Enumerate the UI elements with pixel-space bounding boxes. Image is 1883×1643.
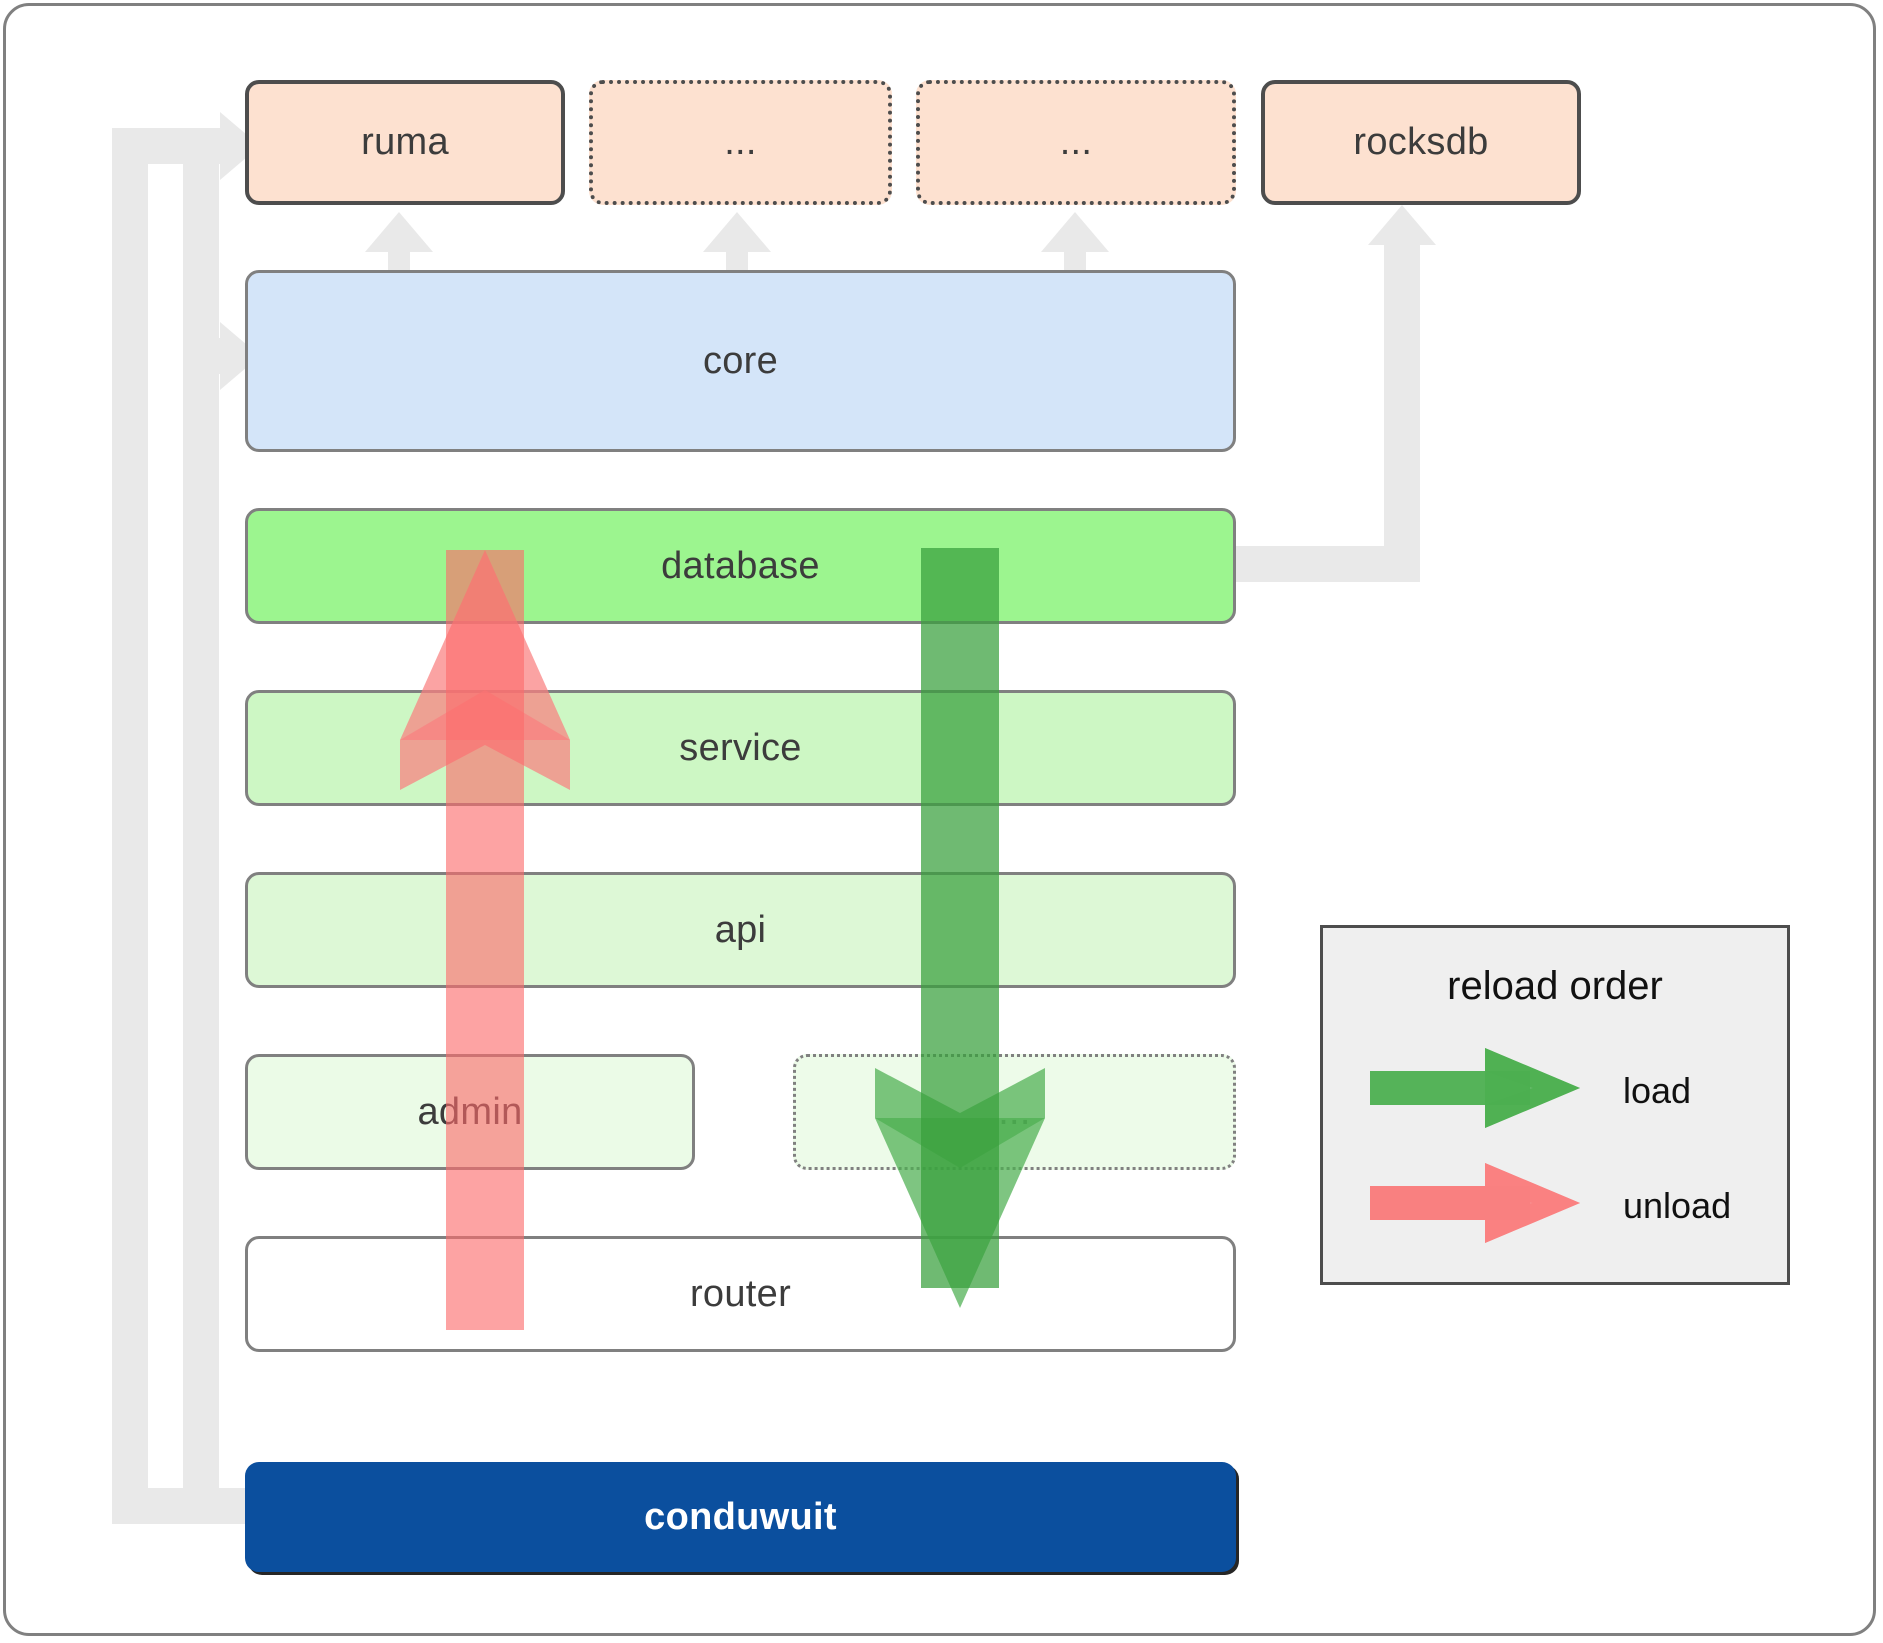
node-conduwuit-label: conduwuit [644, 1495, 837, 1538]
connector-db-to-rocksdb-horizontal [1230, 546, 1420, 582]
legend-panel: reload order load unload [1320, 925, 1790, 1285]
node-api[interactable]: api [245, 872, 1236, 988]
node-ellipsis-mid[interactable]: ... [793, 1054, 1236, 1170]
connector-db-to-rocksdb-arrowhead [1368, 205, 1436, 245]
node-ruma[interactable]: ruma [245, 80, 565, 205]
node-ruma-label: ruma [361, 121, 449, 163]
connector-db-to-rocksdb-vertical [1384, 245, 1420, 546]
node-service-label: service [679, 726, 802, 769]
connector-to-ruma-shaft [112, 128, 220, 164]
node-router[interactable]: router [245, 1236, 1236, 1352]
node-ellipsis-top-2[interactable]: ... [916, 80, 1236, 205]
connector-core-to-ellipsis2-arrowhead [1041, 212, 1109, 252]
connector-core-to-ellipsis1-arrowhead [703, 212, 771, 252]
connector-bottom-to-conduwuit [112, 1488, 252, 1524]
diagram-frame [3, 3, 1876, 1636]
node-rocksdb[interactable]: rocksdb [1261, 80, 1581, 205]
legend-load-arrow-icon [1370, 1048, 1580, 1128]
node-core[interactable]: core [245, 270, 1236, 452]
node-core-label: core [702, 339, 779, 382]
connector-left-spine [112, 128, 148, 1524]
node-api-label: api [714, 908, 767, 951]
node-service[interactable]: service [245, 690, 1236, 806]
connector-to-core-shaft [183, 338, 220, 374]
connector-core-to-ruma-arrowhead [365, 212, 433, 252]
node-ellipsis-mid-label: ... [998, 1090, 1031, 1133]
legend-title: reload order [1447, 964, 1663, 1008]
node-admin[interactable]: admin [245, 1054, 695, 1170]
legend-unload-arrow-icon [1370, 1163, 1580, 1243]
node-ellipsis-top-2-label: ... [1059, 121, 1093, 163]
node-conduwuit[interactable]: conduwuit [245, 1462, 1236, 1572]
node-database[interactable]: database [245, 508, 1236, 624]
legend-load-label: load [1623, 1070, 1692, 1111]
legend-unload-label: unload [1623, 1185, 1732, 1226]
node-database-label: database [661, 544, 820, 587]
node-ellipsis-top-1[interactable]: ... [589, 80, 892, 205]
node-rocksdb-label: rocksdb [1353, 121, 1489, 163]
node-router-label: router [689, 1272, 792, 1315]
connector-inner-spine [183, 128, 219, 1488]
node-admin-label: admin [417, 1090, 523, 1133]
node-ellipsis-top-1-label: ... [724, 121, 757, 163]
